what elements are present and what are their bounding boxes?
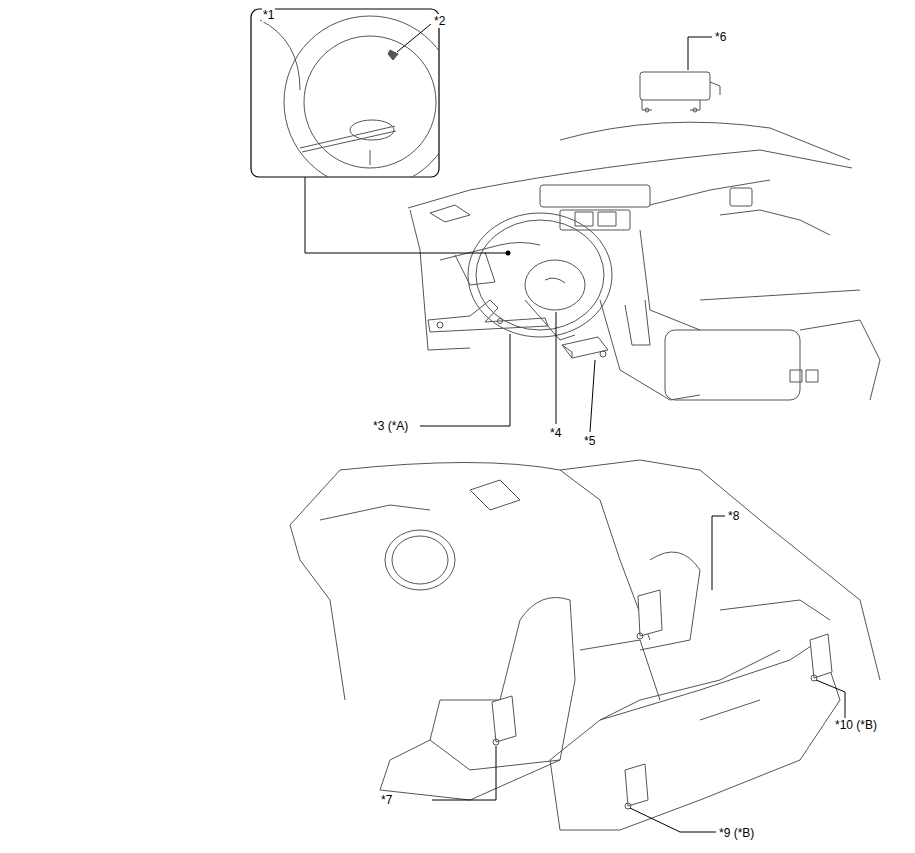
inset-frame	[251, 9, 439, 177]
callout-number: *7	[380, 793, 393, 807]
callout-number: *9 (*B)	[718, 826, 755, 840]
callout-number: *1	[262, 8, 275, 22]
dashboard-drawing	[408, 72, 880, 400]
callout-number: *10 (*B)	[834, 718, 878, 732]
leader-dot	[506, 251, 511, 256]
steering-wheel-inset	[260, 16, 439, 177]
leader-lines	[397, 24, 845, 832]
callout-number: *2	[433, 14, 446, 28]
callout-number: *5	[583, 434, 596, 448]
callout-number: *6	[714, 30, 727, 44]
leader-line	[305, 177, 506, 253]
interior-drawing	[290, 460, 880, 830]
callout-number: *4	[549, 426, 562, 440]
callout-number: *8	[727, 509, 740, 523]
callout-number: *3 (*A)	[372, 419, 409, 433]
